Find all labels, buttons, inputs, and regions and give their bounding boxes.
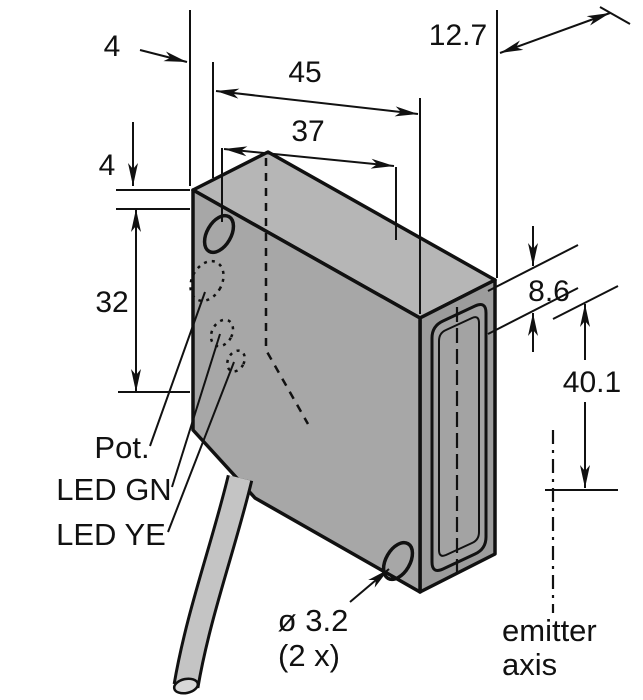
hidden-edge-line [264, 158, 310, 425]
dim-37-label: 37 [291, 115, 324, 148]
led-yellow-label: LED YE [56, 517, 166, 552]
dimension-hole-spacing-height: 32 [95, 209, 190, 393]
pot-leader [149, 291, 206, 447]
lens-window-inner [438, 316, 480, 557]
emitter-axis-callout: emitter axis [502, 613, 597, 682]
hole-count-label: (2 x) [278, 638, 340, 673]
potentiometer-hidden-outline [189, 259, 225, 303]
dim-8-6-label: 8.6 [528, 275, 570, 308]
dim-45-line [215, 88, 419, 117]
dim-8-6-tick-bottom [487, 287, 579, 335]
dim-top-offset-arrow [139, 49, 188, 63]
led-yellow-leader [167, 361, 235, 533]
led-green-leader [171, 333, 221, 488]
dim-top-offset-label: 4 [104, 30, 121, 63]
led-yellow-hidden-outline [225, 349, 247, 373]
dimension-side-offset: 4 [99, 122, 190, 210]
dim-40-1-label: 40.1 [563, 366, 621, 399]
mounting-hole-top [202, 213, 236, 255]
dimension-emitter-axis-height: 40.1 [545, 285, 621, 613]
dimension-top-offset: 4 [104, 30, 188, 63]
emitter-axis-label-line2: axis [502, 647, 557, 682]
cable-end-cap [172, 677, 200, 695]
cable-body [175, 475, 251, 688]
dimension-lens-top-offset: 8.6 [487, 226, 579, 352]
dim-8-6-tick-top [487, 244, 579, 292]
hole-diameter-callout: ø 3.2 (2 x) [278, 568, 390, 673]
component-callouts: Pot. LED GN LED YE [56, 291, 235, 552]
dimension-depth: 12.7 [429, 6, 631, 54]
dim-37-line [223, 146, 395, 169]
pot-label: Pot. [94, 430, 149, 465]
dim-12-7-tick [599, 6, 631, 25]
dimension-overall-width: 45 [215, 56, 419, 117]
dim-40-1-tick-top [552, 285, 619, 320]
hole-diameter-label: ø 3.2 [278, 603, 349, 638]
dim-12-7-line [499, 12, 611, 54]
dim-side-offset-label: 4 [99, 149, 116, 182]
lens-window [430, 303, 488, 572]
hole-diameter-leader [349, 568, 390, 603]
extension-lines [189, 10, 498, 314]
dim-45-label: 45 [288, 56, 321, 89]
dimension-hole-spacing-width: 37 [223, 115, 395, 169]
emitter-axis-label-line1: emitter [502, 613, 597, 648]
led-green-label: LED GN [56, 472, 171, 507]
dim-12-7-label: 12.7 [429, 19, 487, 52]
dim-32-label: 32 [95, 286, 128, 319]
cable [172, 474, 254, 695]
